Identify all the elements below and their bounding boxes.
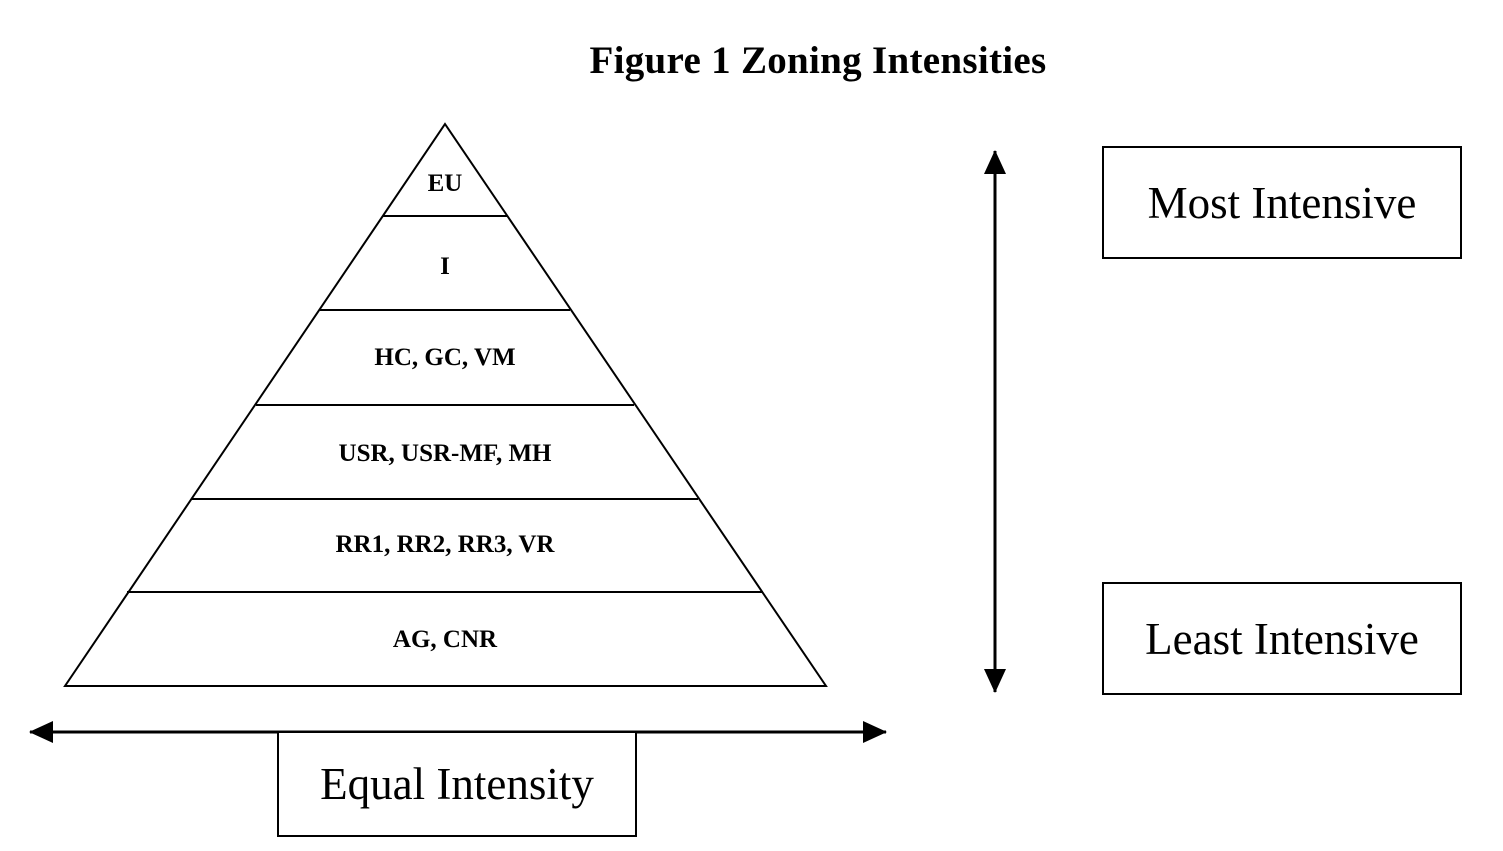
pyramid-tier-labels: EU I HC, GC, VM USR, USR-MF, MH RR1, RR2… (336, 170, 556, 653)
tier-label-eu: EU (428, 170, 463, 197)
least-intensive-label: Least Intensive (1145, 613, 1419, 664)
figure-title: Figure 1 Zoning Intensities (589, 39, 1047, 82)
least-intensive-box: Least Intensive (1102, 582, 1462, 695)
equal-intensity-label: Equal Intensity (320, 759, 594, 809)
tier-label-residential-urban: USR, USR-MF, MH (339, 440, 553, 467)
tier-label-agricultural: AG, CNR (393, 626, 498, 653)
most-intensive-label: Most Intensive (1147, 177, 1417, 228)
tier-label-i: I (440, 253, 450, 280)
equal-intensity-box: Equal Intensity (277, 731, 637, 837)
tier-label-commercial: HC, GC, VM (374, 344, 515, 371)
pyramid-dividers (127, 215, 763, 593)
tier-label-residential-rural: RR1, RR2, RR3, VR (336, 531, 556, 558)
most-intensive-box: Most Intensive (1102, 146, 1462, 259)
